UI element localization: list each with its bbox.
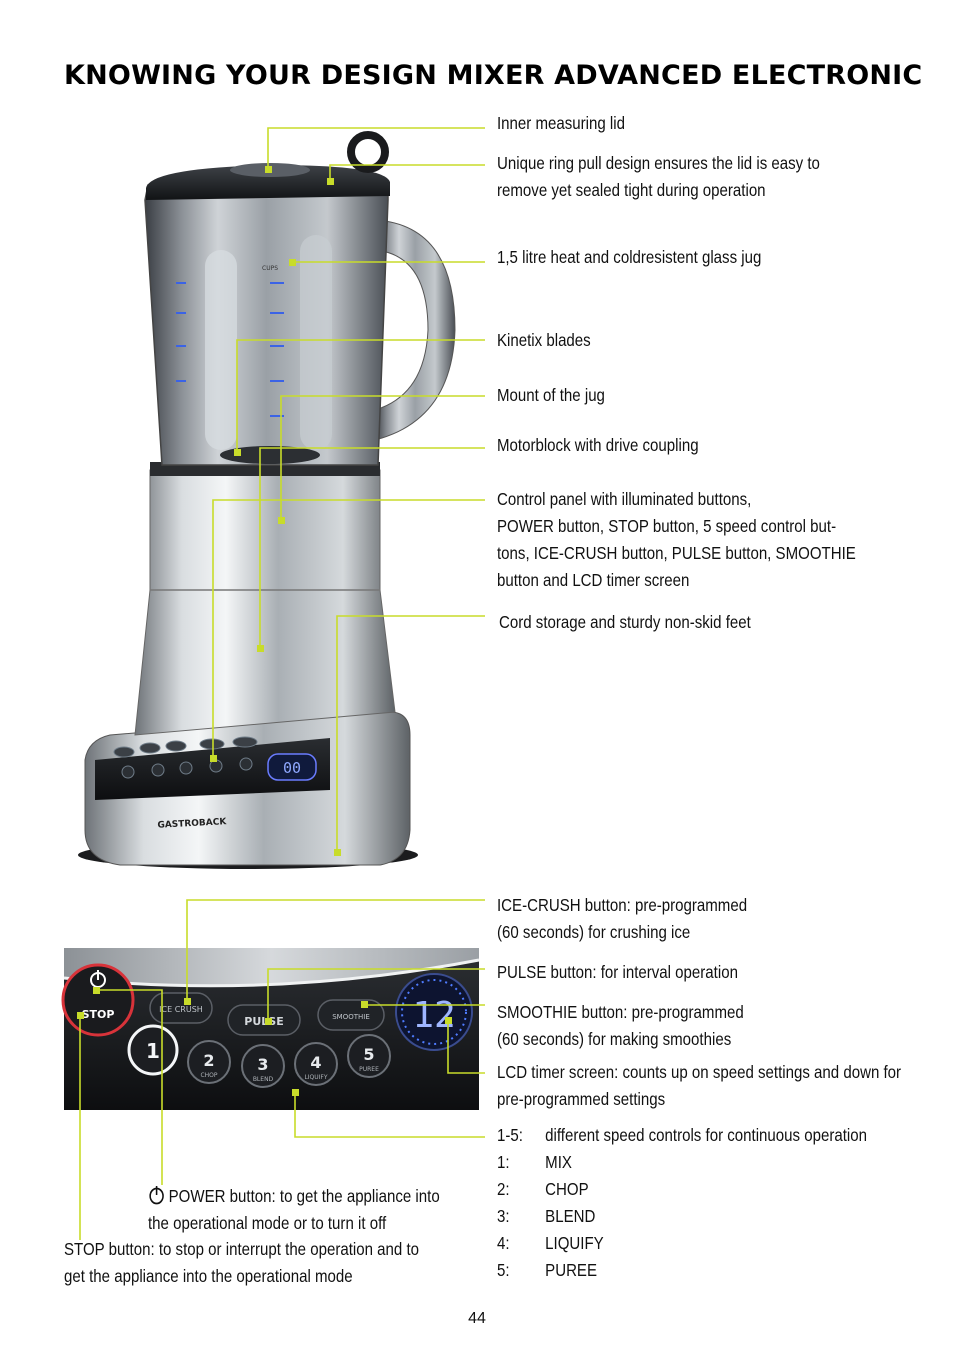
speed-key-5: 5: bbox=[497, 1260, 510, 1280]
label-lcd-line-2: pre-programmed settings bbox=[497, 1089, 666, 1109]
brand-logo: GASTROBACK bbox=[157, 817, 227, 831]
panel-ice-crush-label: ICE CRUSH bbox=[159, 1005, 203, 1014]
panel-stop-label: STOP bbox=[82, 1008, 115, 1021]
label-inner-measuring-lid: Inner measuring lid bbox=[497, 113, 625, 133]
speed-name-5: PUREE bbox=[545, 1260, 598, 1280]
label-lcd: LCD timer screen: counts up on speed set… bbox=[497, 1059, 901, 1113]
callout-markers bbox=[77, 166, 452, 1096]
label-ring-pull: Unique ring pull design ensures the lid … bbox=[497, 150, 820, 204]
label-stop-line-2: get the appliance into the operational m… bbox=[64, 1266, 353, 1286]
jug-scale-label: CUPS bbox=[262, 265, 278, 272]
motor-housing bbox=[134, 469, 396, 736]
panel-speed-name-2: CHOP bbox=[200, 1072, 217, 1079]
panel-pulse-button bbox=[227, 1004, 301, 1036]
panel-speed-num-4: 4 bbox=[310, 1053, 321, 1072]
label-smoothie-line-1: SMOOTHIE button: pre-programmed bbox=[497, 1002, 744, 1022]
page-number: 44 bbox=[468, 1310, 486, 1327]
label-ice-crush-line-2: (60 seconds) for crushing ice bbox=[497, 922, 691, 942]
speed-name-2: CHOP bbox=[545, 1179, 589, 1199]
speed-heading-key: 1-5: bbox=[497, 1125, 523, 1145]
label-lcd-line-1: LCD timer screen: counts up on speed set… bbox=[497, 1062, 902, 1082]
jug-scale bbox=[176, 282, 284, 417]
label-stop-line-1: STOP button: to stop or interrupt the op… bbox=[64, 1239, 420, 1259]
panel-speed-name-5: PUREE bbox=[359, 1066, 379, 1073]
speed-name-4: LIQUIFY bbox=[545, 1233, 604, 1253]
label-ring-pull-line-1: Unique ring pull design ensures the lid … bbox=[497, 153, 820, 173]
panel-pulse-label: PULSE bbox=[244, 1015, 283, 1028]
base-lcd-digits: 00 bbox=[283, 759, 301, 777]
panel-lcd-screen bbox=[395, 973, 473, 1051]
label-control-panel: Control panel with illuminated buttons, … bbox=[497, 486, 856, 594]
jug-handle bbox=[374, 219, 456, 441]
panel-speed-name-3: BLEND bbox=[253, 1076, 274, 1083]
speed-key-3: 3: bbox=[497, 1206, 510, 1226]
page-title: KNOWING YOUR DESIGN MIXER ADVANCED ELECT… bbox=[64, 60, 923, 91]
label-control-panel-line-3: tons, ICE-CRUSH button, PULSE button, SM… bbox=[497, 543, 856, 563]
label-cord-storage: Cord storage and sturdy non-skid feet bbox=[499, 612, 751, 632]
label-power-line-1: POWER button: to get the appliance into bbox=[148, 1183, 440, 1210]
callout-lines bbox=[79, 127, 485, 1240]
base-buttons bbox=[113, 736, 258, 779]
label-smoothie-line-2: (60 seconds) for making smoothies bbox=[497, 1029, 732, 1049]
kinetix-blades bbox=[220, 446, 320, 464]
label-speed-list: 1-5: different speed controls for continu… bbox=[497, 1122, 867, 1284]
power-icon bbox=[149, 1186, 164, 1205]
label-control-panel-line-4: button and LCD timer screen bbox=[497, 570, 690, 590]
panel-speed-num-3: 3 bbox=[257, 1055, 268, 1074]
speed-name-1: MIX bbox=[545, 1152, 572, 1172]
panel-speed-num-1: 1 bbox=[146, 1039, 160, 1063]
label-ice-crush: ICE-CRUSH button: pre-programmed (60 sec… bbox=[497, 892, 747, 946]
label-power-text-1: POWER button: to get the appliance into bbox=[168, 1186, 440, 1206]
base-lcd bbox=[267, 753, 317, 781]
speed-heading: 1-5: different speed controls for continu… bbox=[497, 1122, 867, 1149]
panel-speed-button-2 bbox=[187, 1040, 231, 1084]
speed-key-1: 1: bbox=[497, 1152, 510, 1172]
label-mount-of-jug: Mount of the jug bbox=[497, 385, 605, 405]
label-motorblock: Motorblock with drive coupling bbox=[497, 435, 699, 455]
panel-speed-button-1 bbox=[127, 1024, 179, 1076]
glass-jug bbox=[144, 184, 389, 466]
label-stop: STOP button: to stop or interrupt the op… bbox=[64, 1236, 419, 1290]
panel-smoothie-label: SMOOTHIE bbox=[332, 1013, 370, 1021]
label-ring-pull-line-2: remove yet sealed tight during operation bbox=[497, 180, 766, 200]
speed-key-2: 2: bbox=[497, 1179, 510, 1199]
panel-speed-num-5: 5 bbox=[363, 1045, 374, 1064]
speed-row-3: 3: BLEND bbox=[497, 1203, 867, 1230]
panel-speed-button-3 bbox=[241, 1044, 285, 1088]
blender-illustration: 00 GASTROBACK CUPS bbox=[78, 131, 456, 869]
label-kinetix-blades: Kinetix blades bbox=[497, 330, 591, 350]
panel-speed-button-4 bbox=[294, 1042, 338, 1086]
speed-heading-text: different speed controls for continuous … bbox=[545, 1125, 868, 1145]
label-glass-jug: 1,5 litre heat and coldresistent glass j… bbox=[497, 247, 762, 267]
panel-speed-button-5 bbox=[347, 1034, 391, 1078]
panel-ice-crush-button bbox=[149, 992, 213, 1024]
label-control-panel-line-1: Control panel with illuminated buttons, bbox=[497, 489, 752, 509]
panel-lcd-digits: 12 bbox=[412, 995, 455, 1036]
speed-name-3: BLEND bbox=[545, 1206, 596, 1226]
panel-speed-buttons: 1 2 CHOP 3 BLEND 4 LIQUIFY 5 PUREE bbox=[127, 1024, 391, 1088]
control-panel-photo: STOP ICE CRUSH PULSE SMOOTHIE 12 1 2 CHO… bbox=[61, 948, 480, 1110]
label-power-line-2: the operational mode or to turn it off bbox=[148, 1213, 387, 1233]
panel-speed-name-4: LIQUIFY bbox=[304, 1074, 327, 1081]
panel-speed-num-2: 2 bbox=[203, 1051, 214, 1070]
label-power: POWER button: to get the appliance into … bbox=[148, 1183, 440, 1237]
speed-row-4: 4: LIQUIFY bbox=[497, 1230, 867, 1257]
ring-pull bbox=[347, 131, 389, 173]
label-control-panel-line-2: POWER button, STOP button, 5 speed contr… bbox=[497, 516, 837, 536]
label-ice-crush-line-1: ICE-CRUSH button: pre-programmed bbox=[497, 895, 748, 915]
speed-row-2: 2: CHOP bbox=[497, 1176, 867, 1203]
speed-key-4: 4: bbox=[497, 1233, 510, 1253]
jug-lid bbox=[146, 165, 390, 200]
speed-row-1: 1: MIX bbox=[497, 1149, 867, 1176]
label-pulse: PULSE button: for interval operation bbox=[497, 962, 738, 982]
label-smoothie: SMOOTHIE button: pre-programmed (60 seco… bbox=[497, 999, 744, 1053]
speed-row-5: 5: PUREE bbox=[497, 1257, 867, 1284]
